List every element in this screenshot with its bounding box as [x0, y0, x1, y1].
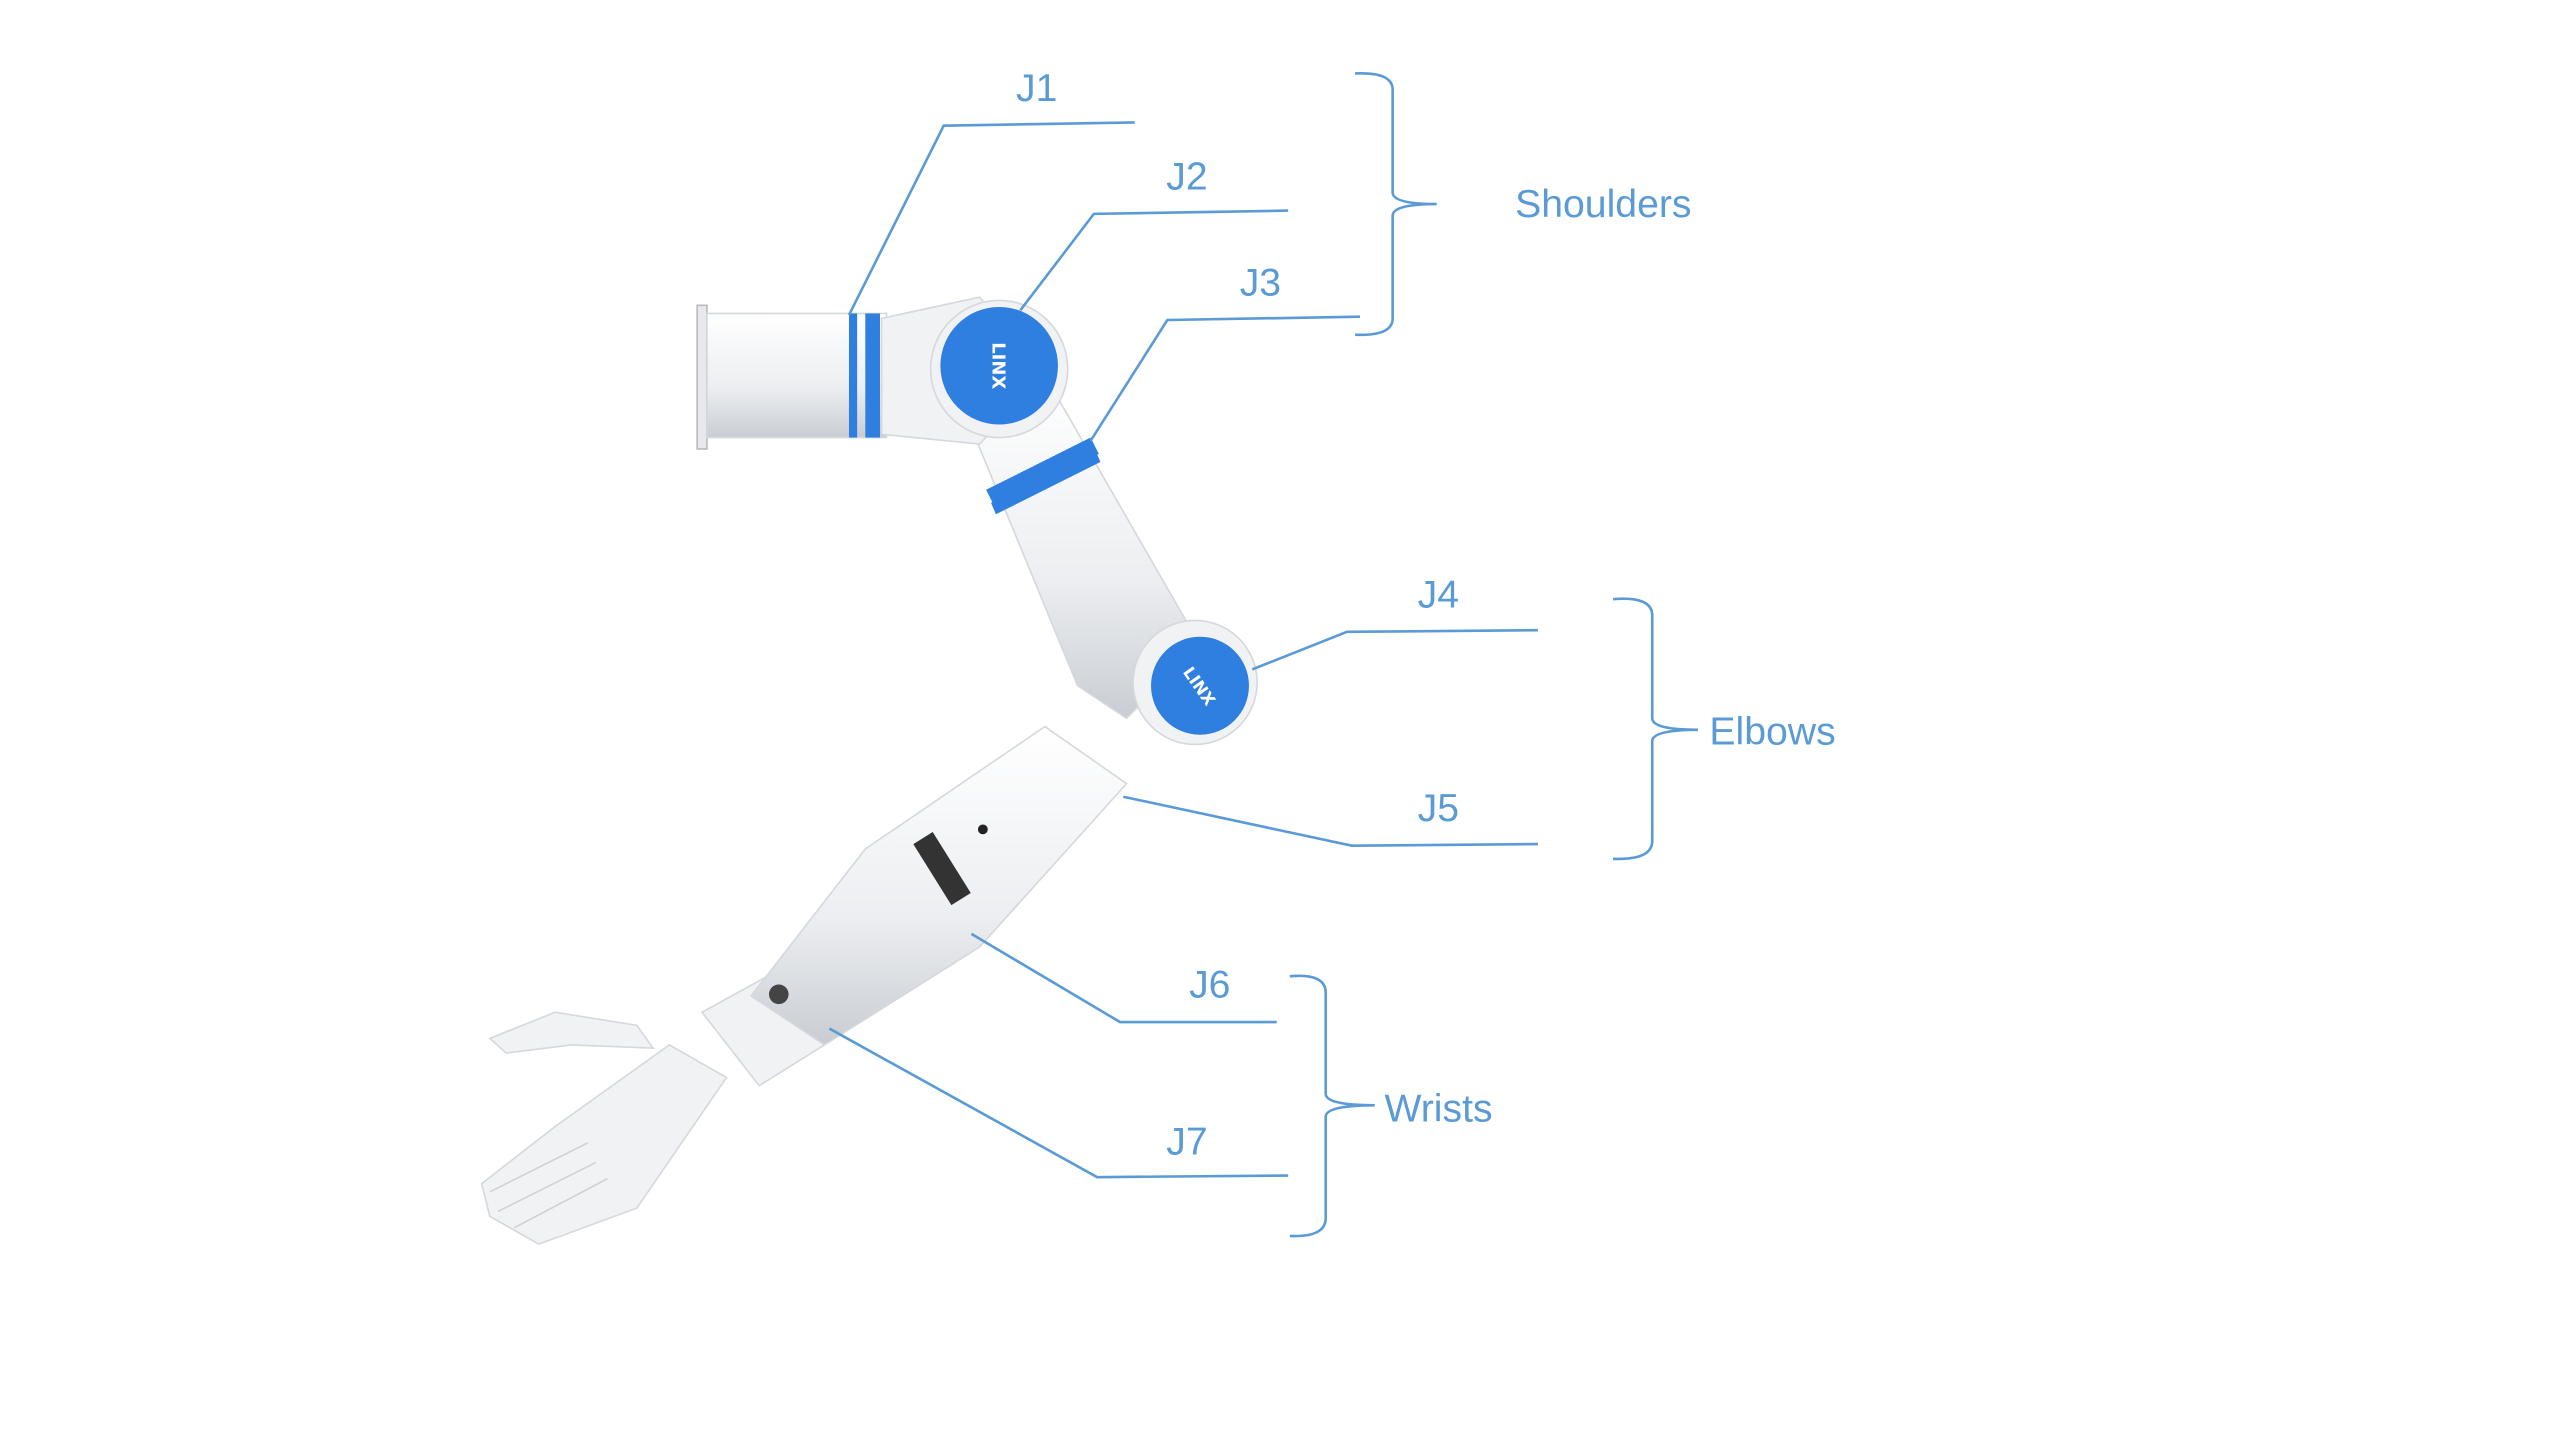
label-j4: J4	[1418, 573, 1459, 616]
label-j5: J5	[1418, 787, 1459, 830]
robot-arm: LINX LINX	[480, 296, 1258, 1245]
wrists-bracket	[1289, 974, 1375, 1238]
leader-lines	[828, 121, 1538, 1179]
label-elbows: Elbows	[1709, 710, 1835, 753]
shoulder-logo: LINX	[988, 342, 1009, 389]
j3-band	[986, 437, 1099, 507]
base-cylinder	[706, 312, 888, 439]
hand	[480, 1011, 728, 1245]
label-j7: J7	[1166, 1120, 1207, 1163]
forearm	[749, 725, 1128, 1046]
shoulder-joint-cap	[940, 306, 1058, 425]
forearm-panel	[913, 832, 971, 906]
label-wrists: Wrists	[1384, 1088, 1492, 1131]
j1-band	[848, 313, 858, 438]
label-j3: J3	[1240, 262, 1281, 305]
label-j1: J1	[1016, 67, 1057, 110]
elbows-bracket	[1612, 597, 1698, 861]
shoulders-bracket	[1355, 72, 1437, 337]
base-flange	[696, 304, 708, 450]
label-j2: J2	[1166, 155, 1207, 198]
label-j6: J6	[1189, 964, 1230, 1007]
label-shoulders: Shoulders	[1515, 183, 1691, 226]
elbow-joint-cap	[1151, 636, 1249, 735]
